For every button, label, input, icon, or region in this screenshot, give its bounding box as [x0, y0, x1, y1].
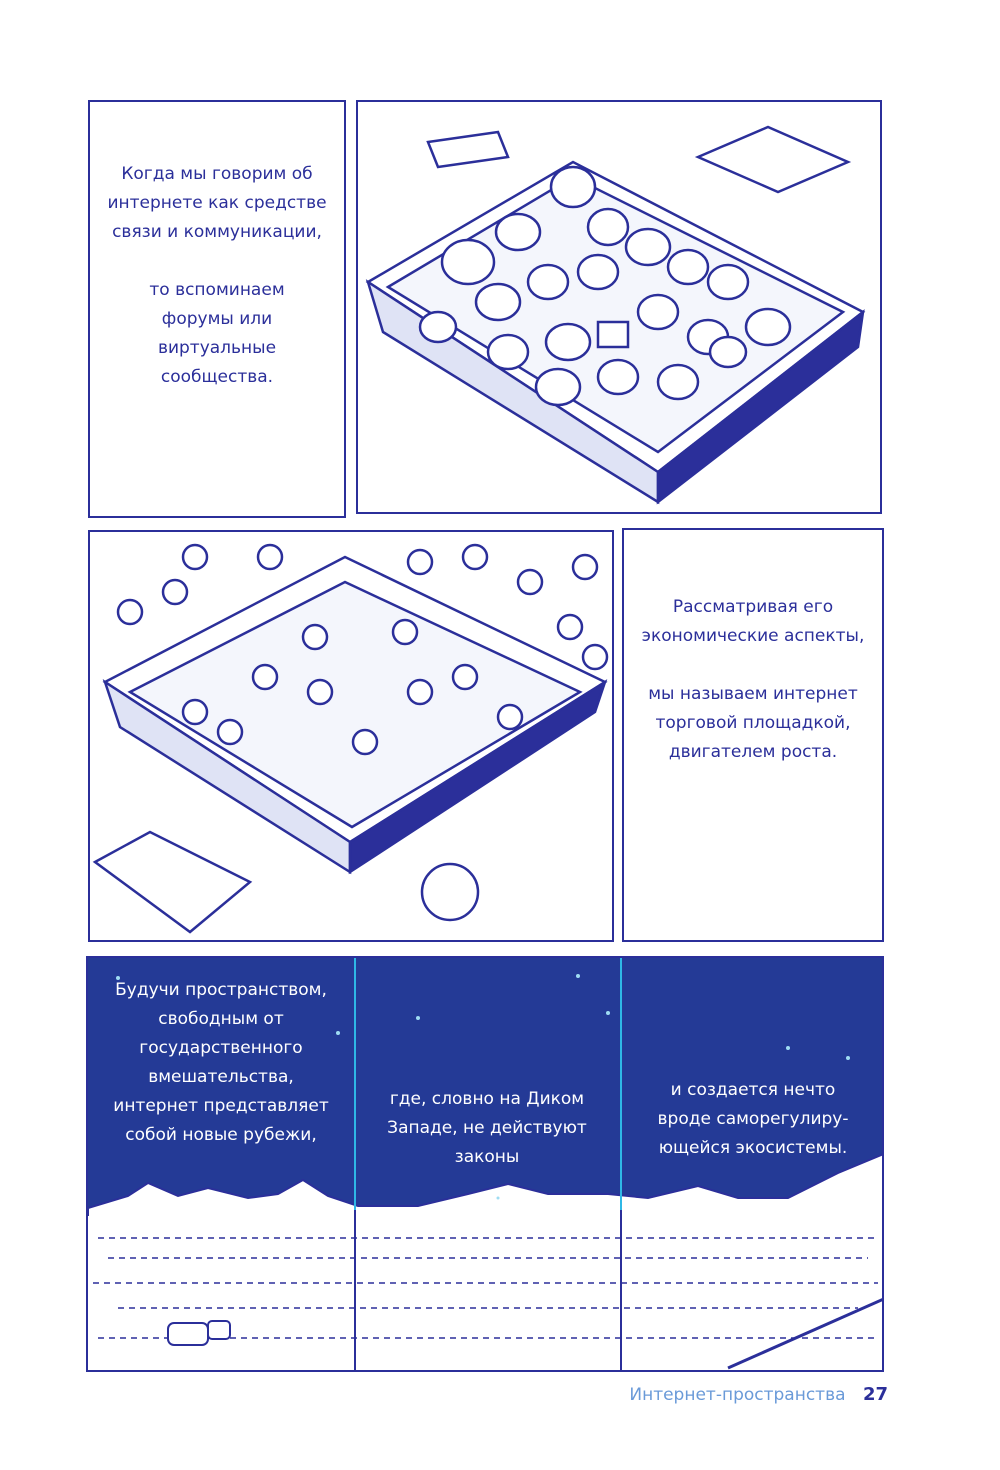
- panel-divider: [354, 1210, 356, 1370]
- caption-line: вмешательства,: [148, 1067, 294, 1087]
- caption-line: торговой площадкой,: [655, 713, 851, 733]
- caption-line: виртуальные: [157, 338, 277, 358]
- caption-line: ющейся экосистемы.: [658, 1138, 848, 1158]
- caption-frontier: Будучи пространством, свободным от госуд…: [88, 976, 354, 1150]
- caption-line: вроде саморегулиру-: [657, 1109, 849, 1129]
- caption-line: Будучи пространством,: [115, 980, 327, 1000]
- caption-line: связи и коммуникации,: [112, 222, 322, 242]
- page-number: 27: [862, 1384, 888, 1405]
- caption-line: экономические аспекты,: [641, 626, 865, 646]
- panel-caption-forums: Когда мы говорим об интернете как средст…: [88, 100, 346, 518]
- caption-line: Рассматривая его: [672, 597, 834, 617]
- panel-forum-plaza-illustration: [356, 100, 882, 514]
- caption-wild-west: где, словно на Диком Западе, не действую…: [354, 1085, 620, 1172]
- panel-divider: [620, 958, 622, 1210]
- landscape-drawing: [88, 974, 882, 1370]
- caption-line: Когда мы говорим об: [121, 164, 313, 184]
- caption-line: то вспоминаем: [149, 280, 285, 300]
- caption-line: мы называем интернет: [648, 684, 858, 704]
- caption-line: интернет представляет: [113, 1096, 329, 1116]
- caption-line: собой новые рубежи,: [125, 1125, 317, 1145]
- forum-plaza-drawing: [365, 125, 866, 505]
- market-drawing: [92, 543, 609, 934]
- caption-economy: Рассматривая его экономические аспекты, …: [624, 593, 882, 767]
- panel-divider: [354, 958, 356, 1210]
- caption-line: и создается нечто: [670, 1080, 836, 1100]
- caption-line: форумы или: [161, 309, 273, 329]
- caption-line: интернете как средстве: [107, 193, 327, 213]
- panel-market-illustration: [88, 530, 614, 942]
- panel-wild-west-landscape: Будучи пространством, свободным от госуд…: [86, 956, 884, 1372]
- night-sky: [88, 958, 882, 1208]
- caption-forums: Когда мы говорим об интернете как средст…: [90, 160, 344, 392]
- panel-caption-economy: Рассматривая его экономические аспекты, …: [622, 528, 884, 942]
- section-title: Интернет-пространства: [629, 1385, 846, 1405]
- caption-line: двигателем роста.: [668, 742, 838, 762]
- page-footer: Интернет-пространства 27: [629, 1384, 888, 1405]
- caption-line: Западе, не действуют: [387, 1118, 587, 1138]
- caption-line: где, словно на Диком: [389, 1089, 585, 1109]
- caption-ecosystem: и создается нечто вроде саморегулиру- ющ…: [620, 1076, 882, 1163]
- caption-line: свободным от: [158, 1009, 284, 1029]
- panel-divider: [620, 1210, 622, 1370]
- caption-line: сообщества.: [160, 367, 274, 387]
- caption-line: законы: [454, 1147, 520, 1167]
- caption-line: государственного: [139, 1038, 303, 1058]
